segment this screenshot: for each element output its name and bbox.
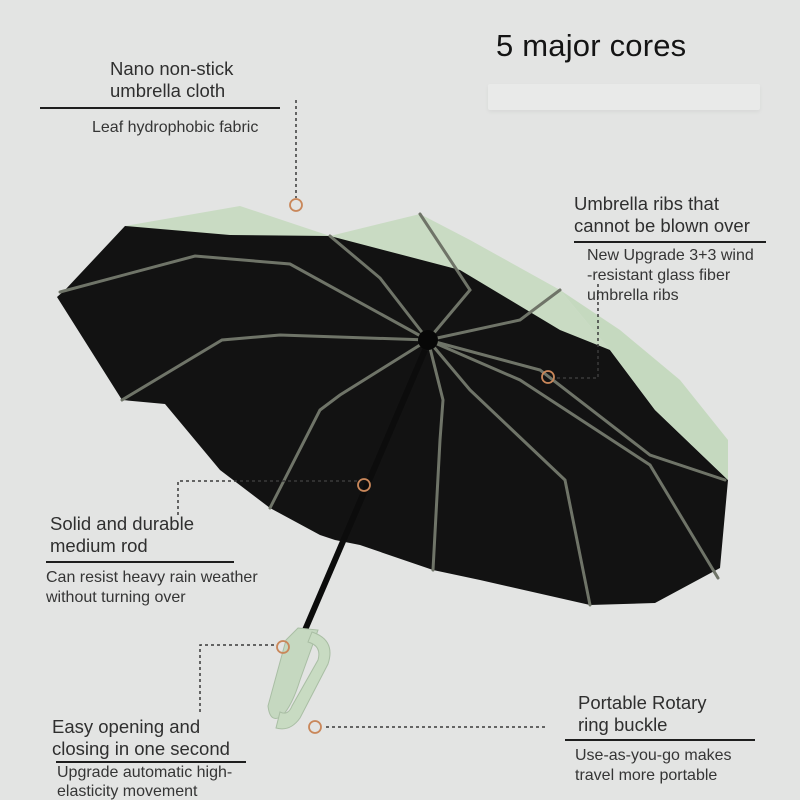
callout-cloth: Nano non-stick umbrella cloth Leaf hydro… <box>40 58 280 138</box>
callout-opening-desc-2: elasticity movement <box>57 783 198 800</box>
callout-cloth-rule <box>40 107 280 109</box>
leader-line-opening <box>199 644 278 712</box>
callout-opening-heading-2: closing in one second <box>52 738 230 759</box>
marker-opening-icon <box>276 640 290 654</box>
callout-rod-rule <box>46 561 234 563</box>
page-title: 5 major cores <box>496 28 687 63</box>
umbrella-hub <box>418 330 438 350</box>
canopy-outer <box>125 206 650 410</box>
callout-ribs-desc-2: -resistant glass fiber <box>587 267 731 284</box>
callout-rod-desc-2: without turning over <box>46 589 186 606</box>
callout-ribs: Umbrella ribs that cannot be blown over … <box>574 193 774 306</box>
callout-cloth-heading-2: umbrella cloth <box>110 80 226 101</box>
callout-buckle-desc-2: travel more portable <box>575 767 718 784</box>
marker-buckle-icon <box>308 720 322 734</box>
marker-cloth-icon <box>289 198 303 212</box>
callout-cloth-desc-1: Leaf hydrophobic fabric <box>92 119 259 136</box>
callout-ribs-desc-1: New Upgrade 3+3 wind <box>587 247 754 264</box>
callout-opening-rule <box>56 761 246 763</box>
title-underlay <box>488 84 760 110</box>
ring-buckle-handle <box>267 627 331 730</box>
callout-ribs-heading-2: cannot be blown over <box>574 215 750 236</box>
umbrella-ribs <box>58 212 727 607</box>
callout-markers <box>276 198 555 734</box>
umbrella-shaft <box>302 348 428 632</box>
callout-rod-desc-1: Can resist heavy rain weather <box>46 569 258 586</box>
callout-cloth-heading-1: Nano non-stick <box>110 58 234 79</box>
canopy-inner <box>57 226 728 605</box>
marker-rod-icon <box>357 478 371 492</box>
marker-ribs-icon <box>541 370 555 384</box>
callout-opening-heading-1: Easy opening and <box>52 716 201 737</box>
callout-buckle: Portable Rotary ring buckle Use-as-you-g… <box>565 692 765 786</box>
callout-buckle-heading-1: Portable Rotary <box>578 692 707 713</box>
leader-lines <box>177 100 599 728</box>
callout-buckle-heading-2: ring buckle <box>578 714 668 735</box>
callout-opening: Easy opening and closing in one second U… <box>52 716 252 800</box>
callout-rod-heading-1: Solid and durable <box>50 513 194 534</box>
callout-ribs-heading-1: Umbrella ribs that <box>574 193 719 214</box>
leader-line-ribs <box>557 284 599 379</box>
callout-buckle-desc-1: Use-as-you-go makes <box>575 747 732 764</box>
callout-ribs-rule <box>574 241 766 243</box>
callout-rod: Solid and durable medium rod Can resist … <box>46 513 286 608</box>
callout-buckle-rule <box>565 739 755 741</box>
callout-rod-heading-2: medium rod <box>50 535 148 556</box>
callout-opening-desc-1: Upgrade automatic high- <box>57 764 233 781</box>
canopy-outer-right <box>560 290 728 480</box>
callout-ribs-desc-3: umbrella ribs <box>587 287 679 304</box>
